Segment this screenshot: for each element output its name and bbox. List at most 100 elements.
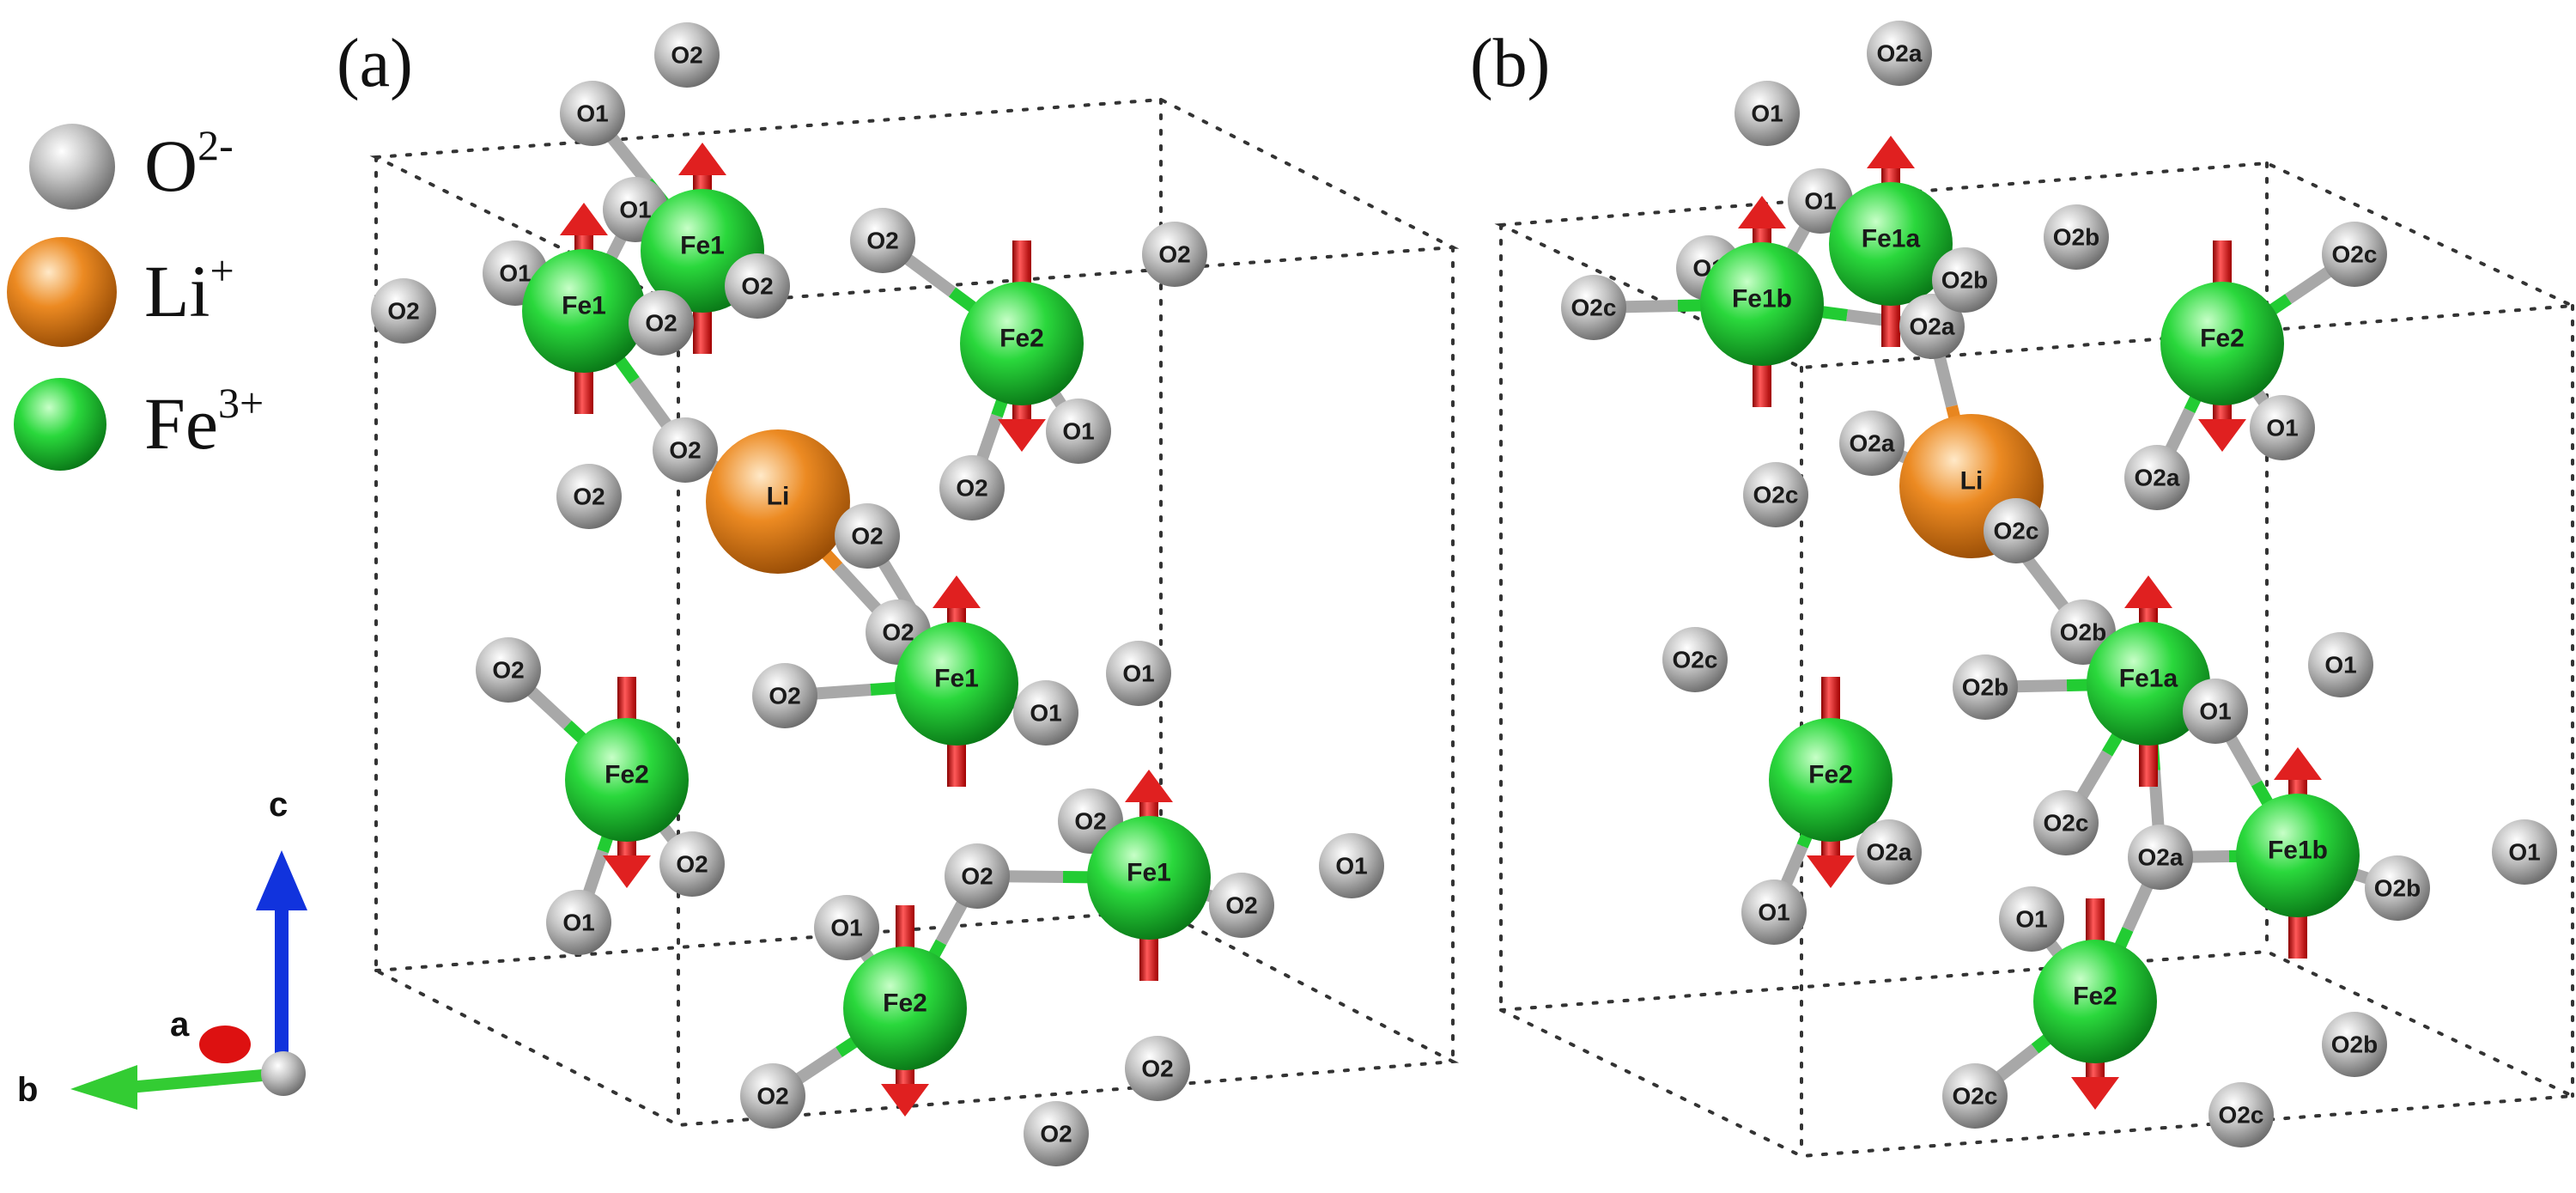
a-axis-head bbox=[199, 1026, 251, 1063]
arrow-head bbox=[1867, 136, 1915, 168]
atom-sphere bbox=[2250, 395, 2315, 460]
oxygen-atom: O2 bbox=[556, 464, 622, 529]
iron-swatch bbox=[14, 378, 106, 471]
atom-label: O2c bbox=[1753, 482, 1799, 508]
oxygen-atom: O2b bbox=[2044, 204, 2109, 270]
oxygen-atom: O1 bbox=[2308, 632, 2373, 697]
axis-origin bbox=[261, 1051, 306, 1096]
atom-sphere bbox=[1953, 654, 2018, 720]
atom-label: O2a bbox=[1910, 313, 1955, 340]
atom-sphere bbox=[945, 843, 1010, 909]
atom-sphere bbox=[2308, 632, 2373, 697]
atom-label: O2 bbox=[1040, 1121, 1072, 1147]
oxygen-atom: O2 bbox=[371, 278, 436, 344]
atom-sphere bbox=[706, 429, 850, 574]
atom-sphere bbox=[814, 895, 879, 960]
oxygen-atom: O1 bbox=[1013, 680, 1078, 746]
atom-label: O2b bbox=[2374, 875, 2421, 902]
atom-label: O2c bbox=[2219, 1102, 2264, 1129]
oxygen-atom: O2c bbox=[1743, 462, 1808, 527]
atom-label: O1 bbox=[562, 910, 594, 936]
atom-sphere bbox=[629, 290, 694, 356]
axis-triad: c a b bbox=[17, 786, 307, 1110]
atom-label: Li bbox=[767, 483, 790, 511]
svg-text:Li+: Li+ bbox=[144, 247, 234, 332]
legend-iron-symbol: Fe bbox=[144, 382, 218, 465]
oxygen-atom: O2c bbox=[2033, 790, 2099, 855]
oxygen-atom: O2a bbox=[2124, 445, 2190, 510]
atom-label: Fe1 bbox=[934, 665, 979, 693]
atom-label: O2 bbox=[769, 683, 800, 709]
atom-label: O2a bbox=[1850, 430, 1895, 457]
legend-lithium-charge: + bbox=[210, 247, 234, 295]
oxygen-atom: O1 bbox=[1735, 81, 1800, 146]
arrow-head bbox=[2198, 419, 2246, 452]
atom-label: O1 bbox=[1758, 899, 1789, 926]
atom-label: O1 bbox=[1030, 700, 1061, 727]
atom-label: O1 bbox=[576, 100, 608, 127]
atom-sphere bbox=[2128, 825, 2193, 890]
atom-label: O1 bbox=[619, 197, 651, 223]
atom-sphere bbox=[2124, 445, 2190, 510]
axis-label-b: b bbox=[17, 1071, 38, 1109]
atom-label: O2 bbox=[676, 851, 708, 878]
atom-sphere bbox=[850, 208, 915, 273]
atom-label: O2b bbox=[1941, 267, 1988, 294]
legend: O2- Li+ Fe3+ bbox=[7, 121, 264, 471]
atom-sphere bbox=[2033, 790, 2099, 855]
oxygen-atom: O1 bbox=[560, 81, 625, 146]
atom-sphere bbox=[1700, 242, 1824, 366]
atom-sphere bbox=[2236, 794, 2360, 917]
atom-sphere bbox=[1013, 680, 1078, 746]
iron-atom: Fe2 bbox=[843, 946, 967, 1070]
atom-sphere bbox=[560, 81, 625, 146]
oxygen-atom: O2b bbox=[2050, 600, 2116, 665]
oxygen-atom: O1 bbox=[546, 890, 611, 955]
axis-label-a: a bbox=[170, 1006, 190, 1044]
atom-sphere bbox=[476, 637, 541, 703]
atom-sphere bbox=[1106, 641, 1171, 706]
atom-label: Fe2 bbox=[2200, 325, 2245, 353]
oxygen-atom: O2 bbox=[850, 208, 915, 273]
atom-label: O1 bbox=[2199, 698, 2231, 725]
atom-sphere bbox=[1319, 833, 1384, 898]
atom-sphere bbox=[843, 946, 967, 1070]
atom-label: O1 bbox=[1062, 418, 1094, 445]
oxygen-atom: O2 bbox=[752, 663, 817, 728]
atom-sphere bbox=[1999, 886, 2064, 952]
atom-label: O1 bbox=[2266, 415, 2298, 441]
atom-sphere bbox=[565, 718, 689, 842]
atom-label: O2 bbox=[573, 484, 605, 510]
oxygen-atom: O2c bbox=[1662, 627, 1728, 692]
atom-sphere bbox=[2322, 222, 2387, 287]
arrow-head bbox=[603, 855, 651, 888]
legend-lithium-symbol: Li bbox=[144, 250, 210, 332]
iron-atom: Fe2 bbox=[960, 282, 1084, 405]
atom-sphere bbox=[1561, 275, 1626, 340]
atom-sphere bbox=[1662, 627, 1728, 692]
atom-label: Fe1 bbox=[680, 232, 725, 260]
atom-sphere bbox=[1046, 399, 1111, 464]
oxygen-atom: O2 bbox=[653, 417, 718, 483]
atom-sphere bbox=[2183, 679, 2248, 744]
arrow-head bbox=[933, 575, 981, 608]
iron-atom: Fe1b bbox=[1700, 242, 1824, 366]
panel-b: (b) O2aO1O1O1O2cFe1aFe1bO2bO2aO2bO2cFe2O… bbox=[1470, 21, 2576, 1159]
atom-sphere bbox=[2044, 204, 2109, 270]
oxygen-atom: O2a bbox=[1867, 21, 1932, 86]
atom-label: O2 bbox=[866, 228, 898, 254]
oxygen-atom: O2 bbox=[1024, 1101, 1089, 1166]
atom-label: O2 bbox=[1074, 808, 1106, 835]
atom-sphere bbox=[1024, 1101, 1089, 1166]
legend-oxygen-symbol: O bbox=[144, 125, 197, 207]
atom-label: Fe1b bbox=[1732, 285, 1792, 313]
oxygen-atom: O2c bbox=[2322, 222, 2387, 287]
iron-atom: Fe2 bbox=[565, 718, 689, 842]
iron-atom: Fe1 bbox=[1087, 816, 1211, 940]
atom-label: O2c bbox=[1673, 647, 1718, 673]
arrow-head bbox=[1738, 196, 1786, 228]
atom-label: O2c bbox=[2044, 810, 2089, 837]
atom-label: O2 bbox=[669, 437, 701, 464]
iron-atom: Fe1b bbox=[2236, 794, 2360, 917]
